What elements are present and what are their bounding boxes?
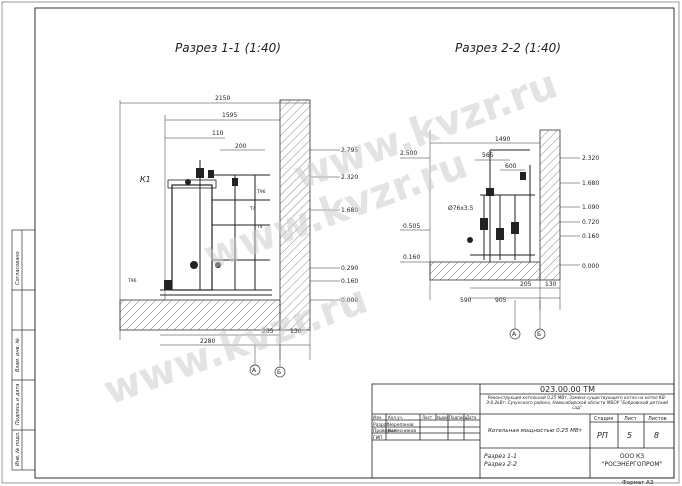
s2-axis-b: Б <box>537 331 541 338</box>
s2-elev-r6: 0.000 <box>582 263 599 270</box>
s2-dim-205: 205 <box>520 281 532 288</box>
tb-name-check: Колесников <box>388 428 416 434</box>
tb-col-doc: №док. <box>437 415 450 420</box>
section2-title: Разрез 2-2 (1:40) <box>455 41 561 55</box>
tb-code: 023.00.00 ТМ <box>540 385 595 394</box>
strip-inv-replace: Взам. инв. № <box>15 338 21 372</box>
s2-elev-r3: 1.090 <box>582 204 599 211</box>
tb-col-izm: Изм. <box>373 415 382 420</box>
tb-col-kol: Кол.уч. <box>388 415 403 420</box>
s1-dim-2150: 2150 <box>215 95 230 102</box>
s2-axis-a: А <box>512 331 517 338</box>
tb-object: Котельная мощностью 0,25 МВт <box>488 428 583 434</box>
format-label: Формат А3 <box>622 480 654 486</box>
s1-label-t96a: Т96 <box>256 189 266 195</box>
tb-col-list: Лист <box>422 415 433 420</box>
strip-sign-date: Подпись и дата <box>15 384 21 425</box>
tb-sheet: 5 <box>627 431 632 440</box>
s2-dim-565: 565 <box>482 152 494 159</box>
s1-elev-2: 2.320 <box>341 174 358 181</box>
s1-label-t4b: Т4 <box>256 224 263 230</box>
s2-elev-r5: 0.160 <box>582 233 599 240</box>
s1-elev-5: 0.160 <box>341 278 358 285</box>
s2-elev-l2: 0.505 <box>403 223 420 230</box>
tb-stage-head: Стадия <box>594 416 613 422</box>
tb-sheet-name: Разрез 1-1 Разрез 2-2 <box>484 453 517 468</box>
left-binding-strip <box>11 229 36 471</box>
tb-role-check: Проверил <box>373 428 396 434</box>
s2-elev-l1: 2.500 <box>400 150 417 157</box>
s1-axis-b: Б <box>277 369 281 376</box>
s1-label-t96b: Т96 <box>127 278 137 284</box>
tb-col-sign: Подпись <box>449 415 468 420</box>
tb-role-dev: Разраб. <box>373 422 391 428</box>
tb-sheets-head: Листов <box>648 416 667 422</box>
tb-role-gip: ГИП <box>373 435 383 441</box>
tb-sheet-head: Лист <box>624 416 637 422</box>
tb-name-dev: Черепанов <box>388 422 414 428</box>
tb-col-date: Дата <box>466 415 477 420</box>
s2-elev-r4: 0.720 <box>582 219 599 226</box>
s2-elev-r2: 1.680 <box>582 180 599 187</box>
s1-elev-3: 1.680 <box>341 207 358 214</box>
tb-sheets: 8 <box>654 431 659 440</box>
s2-dim-130: 130 <box>545 281 557 288</box>
s2-dim-905: 905 <box>495 297 507 304</box>
s2-elev-l3: 0.160 <box>403 254 420 261</box>
strip-inv-orig: Инв. № подл. <box>15 432 21 467</box>
s1-dim-1595: 1595 <box>222 112 237 119</box>
s1-axis-a: А <box>252 367 257 374</box>
s1-elev-1: 2.795 <box>341 147 358 154</box>
s2-dim-600: 600 <box>505 163 517 170</box>
s2-dim-590: 590 <box>460 297 472 304</box>
s1-label-k1: К1 <box>140 175 151 184</box>
s2-axis-markers <box>509 328 546 340</box>
tb-project: Реконструкция котельной 0,25 МВт. Замена… <box>486 395 668 410</box>
title-block <box>371 383 675 479</box>
s1-dim-2280: 2280 <box>200 338 215 345</box>
section1-title: Разрез 1-1 (1:40) <box>175 41 281 55</box>
s1-elev-6: 0.000 <box>341 297 358 304</box>
section2-structure <box>400 129 580 330</box>
s2-elev-r1: 2.320 <box>582 155 599 162</box>
strip-agreed: Согласовано <box>15 251 21 285</box>
s1-label-t4a: Т4 <box>249 206 256 212</box>
s2-label-pipe: Ø76х3.5 <box>448 205 474 212</box>
s1-dim-200: 200 <box>235 143 247 150</box>
tb-stage: РП <box>597 431 608 440</box>
s1-dim-110: 110 <box>212 130 224 137</box>
tb-company: ООО КЗ "РОСЭНЕРГОПРОМ" <box>601 453 663 468</box>
s1-axis-markers <box>249 364 286 378</box>
s1-elev-4: 0.290 <box>341 265 358 272</box>
s1-dim-205: 205 <box>262 328 274 335</box>
s2-dim-1490: 1490 <box>495 136 510 143</box>
section1-structure <box>119 99 340 370</box>
s1-dim-130: 130 <box>290 328 302 335</box>
